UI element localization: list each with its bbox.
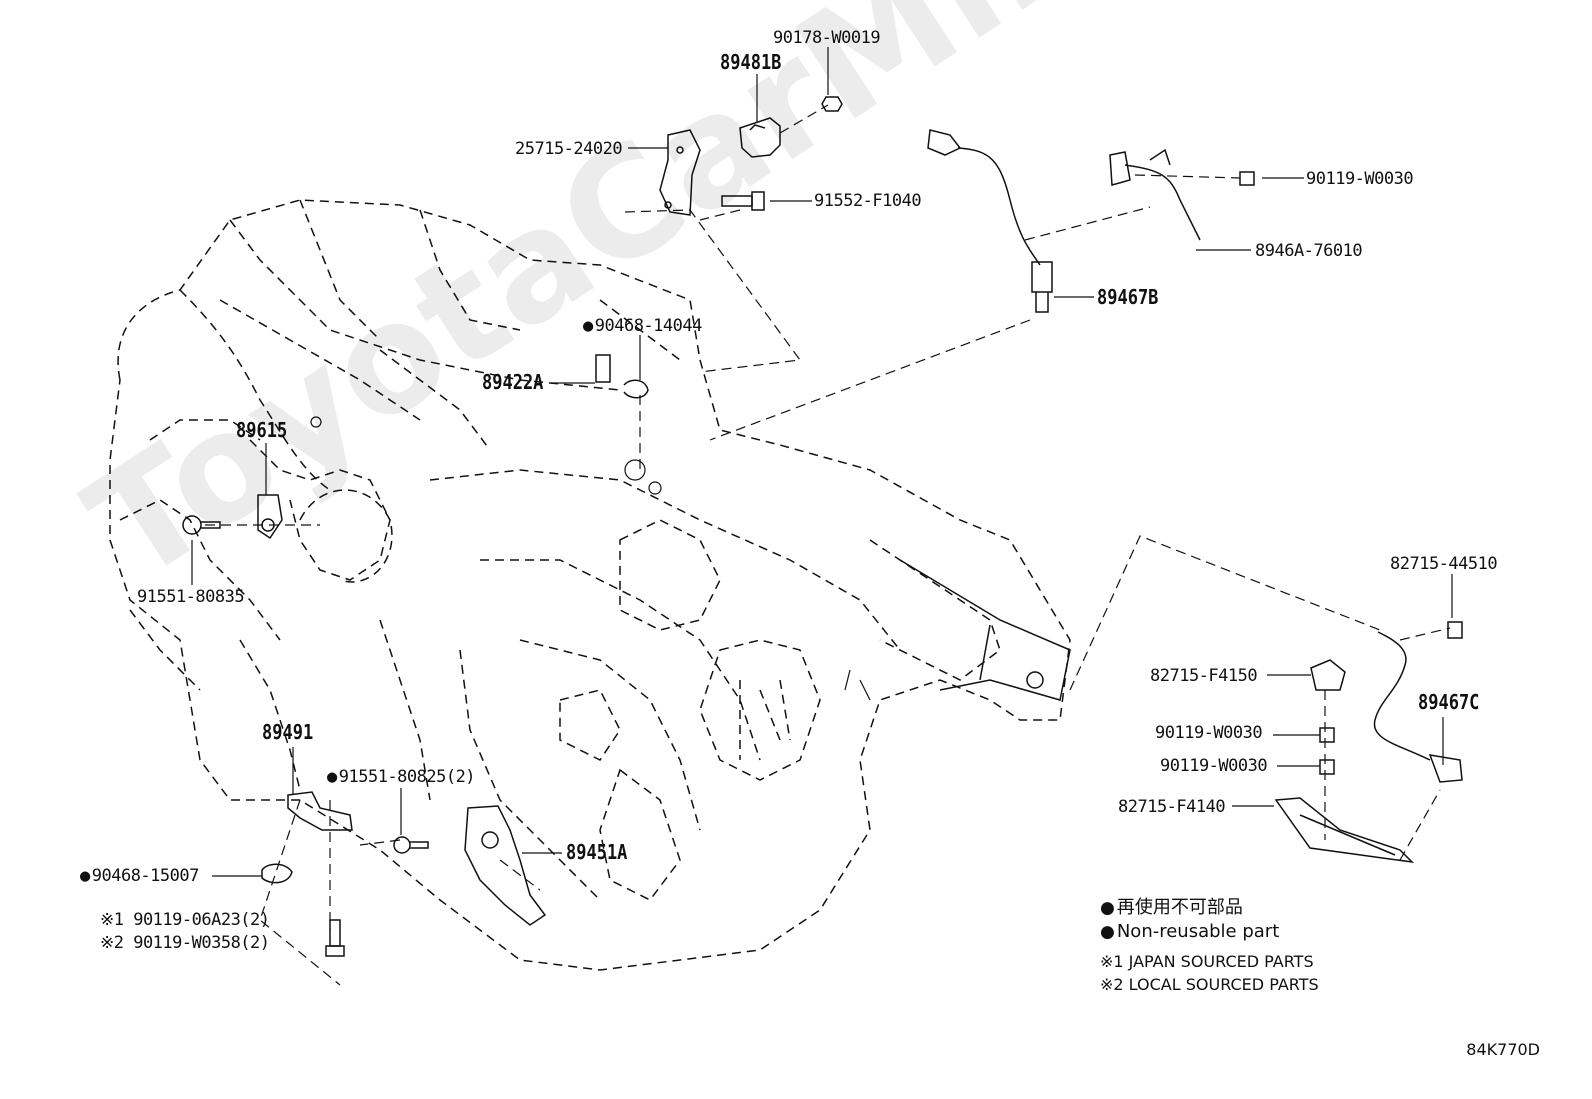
- legend: 再使用不可部品 Non-reusable part ※1 JAPAN SOURC…: [1100, 896, 1319, 996]
- assembly-dashed-lines: [205, 104, 1451, 986]
- part-label-25715-24020: 25715-24020: [515, 139, 623, 159]
- part-label-8946a-76010: 8946A-76010: [1255, 241, 1363, 261]
- legend-non-reusable-en: Non-reusable part: [1100, 920, 1319, 944]
- part-label-90468-14044: 90468-14044: [583, 316, 703, 336]
- legend-note-japan-sourced: ※1 JAPAN SOURCED PARTS: [1100, 952, 1314, 971]
- leader-lines: [191, 47, 1453, 877]
- part-label-89467c: 89467C: [1418, 690, 1480, 714]
- part-label-91552-f1040: 91552-F1040: [814, 191, 922, 211]
- part-label-90468-15007: 90468-15007: [80, 866, 200, 886]
- part-label-90119-w0358: ※2 90119-W0358(2): [100, 933, 270, 953]
- engine-details: [310, 416, 871, 701]
- part-label-91551-80835: 91551-80835: [137, 587, 245, 607]
- legend-note-local-sourced: ※2 LOCAL SOURCED PARTS: [1100, 975, 1319, 994]
- part-label-90178-w0019: 90178-W0019: [773, 28, 881, 48]
- part-label-90119-w0030-a: 90119-W0030: [1155, 723, 1263, 743]
- part-label-89422a: 89422A: [482, 370, 544, 394]
- drawing-code: 84K770D: [1466, 1040, 1540, 1059]
- part-label-90119-w0030-top: 90119-W0030: [1306, 169, 1414, 189]
- part-sketches: [182, 96, 1463, 957]
- axle-shaft: [899, 559, 1071, 701]
- part-label-91551-80825: 91551-80825(2): [327, 767, 476, 787]
- part-label-82715-f4150: 82715-F4150: [1150, 666, 1258, 686]
- part-label-89491: 89491: [262, 720, 314, 744]
- part-label-82715-44510: 82715-44510: [1390, 554, 1498, 574]
- legend-non-reusable-jp: 再使用不可部品: [1100, 896, 1319, 920]
- part-label-82715-f4140: 82715-F4140: [1118, 797, 1226, 817]
- part-label-89481b: 89481B: [720, 50, 782, 74]
- part-label-89451a: 89451A: [566, 840, 628, 864]
- part-label-90119-w0030-b: 90119-W0030: [1160, 756, 1268, 776]
- part-label-89615: 89615: [236, 418, 288, 442]
- part-label-90119-06a23: ※1 90119-06A23(2): [100, 910, 270, 930]
- engine-transmission-outline: [109, 199, 1071, 971]
- part-label-89467b: 89467B: [1097, 285, 1159, 309]
